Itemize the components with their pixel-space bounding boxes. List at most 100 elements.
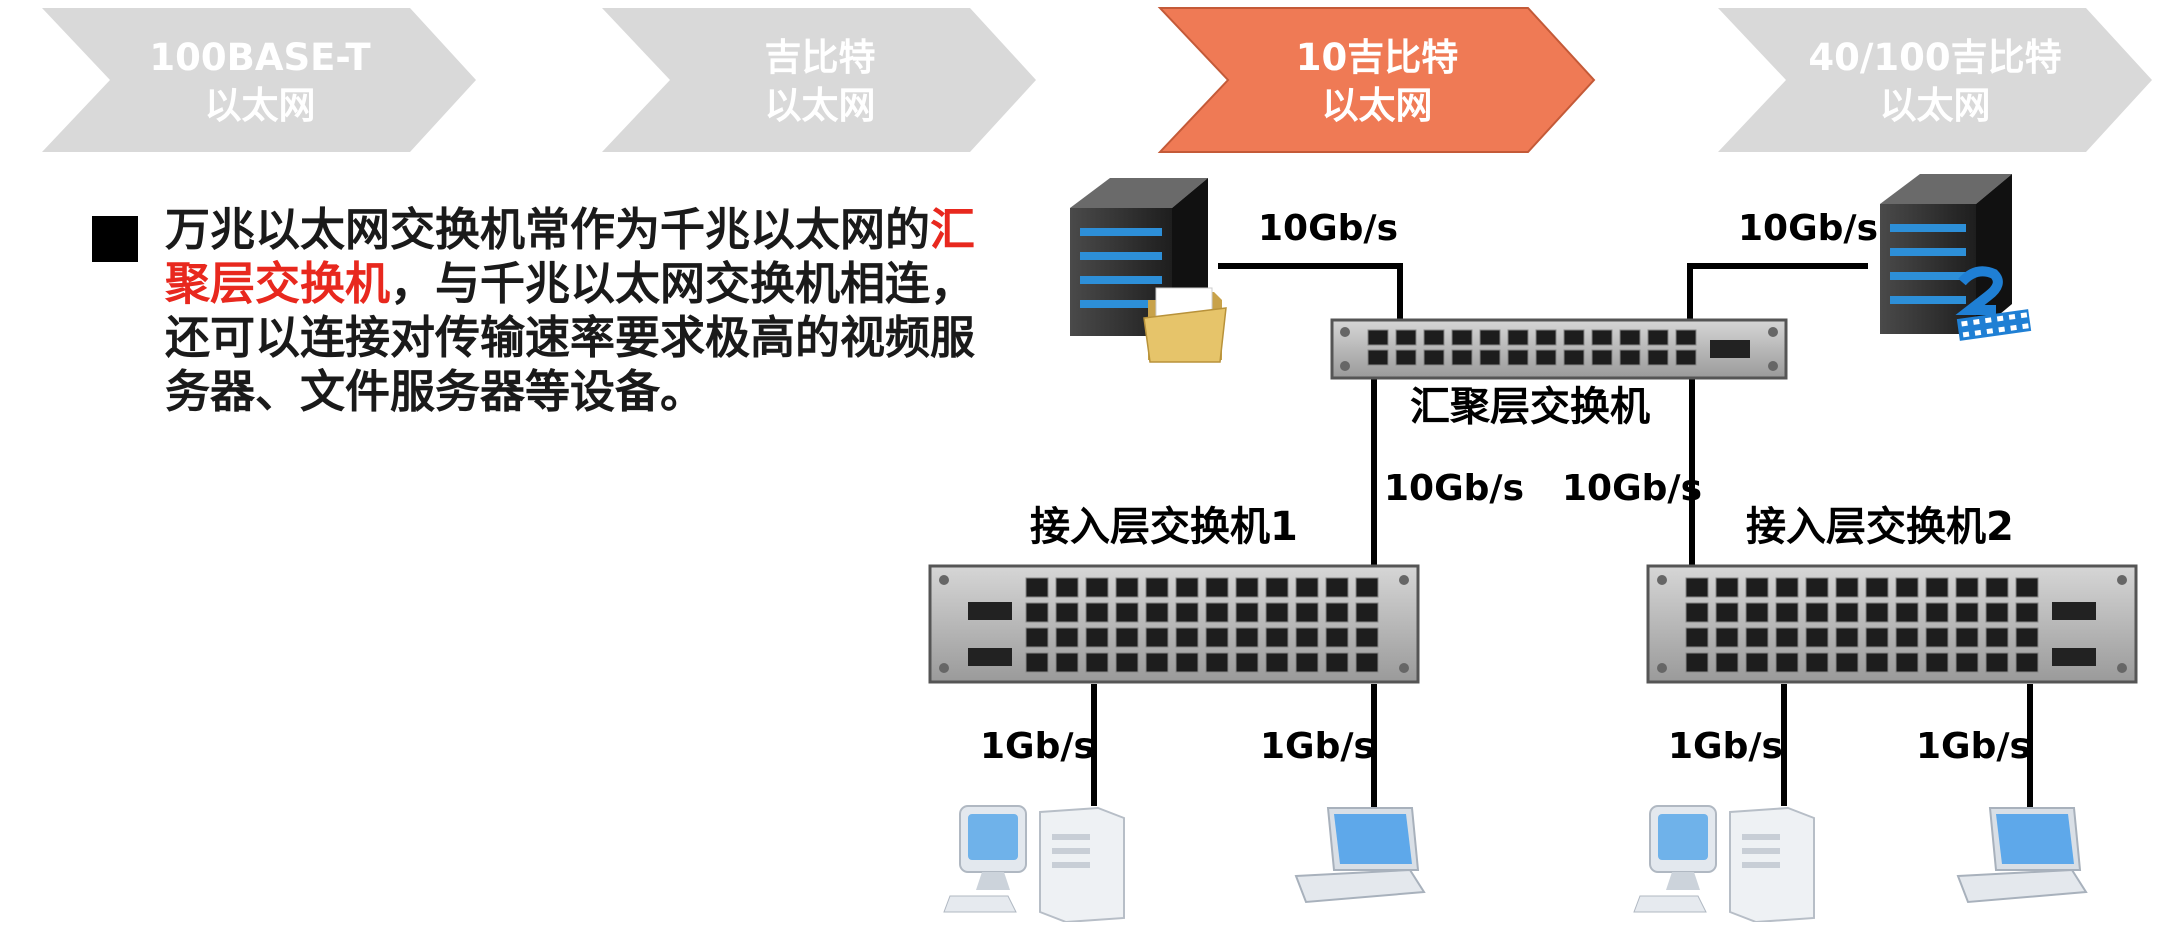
switch-port-icon [1295,652,1319,673]
switch-port-icon [1507,329,1529,346]
description-text-2: ，与千兆以太网交换机相连，还可以连接对传输速率要求极高的视频服务器、文件服务器等… [165,257,976,418]
switch-port-icon [1145,652,1169,673]
switch-port-icon [1895,627,1919,648]
switch-port-icon [1325,627,1349,648]
access-switch-2-label: 接入层交换机2 [1746,504,2014,550]
switch-port-icon [1865,602,1889,623]
speed-pc-2-label: 1Gb/s [1668,726,1783,767]
switch-port-icon [1805,652,1829,673]
switch-port-icon [1745,652,1769,673]
stage-2-line2: 以太网 [765,84,876,127]
switch-port-icon [1115,577,1139,598]
switch-port-icon [1619,329,1641,346]
switch-port-icon [1025,577,1049,598]
switch-port-icon [1355,577,1379,598]
access-switch-1-icon [928,564,1420,684]
switch-port-icon [1647,329,1669,346]
switch-port-icon [1295,602,1319,623]
switch-port-icon [1025,652,1049,673]
switch-port-icon [1985,577,2009,598]
switch-port-icon [1205,577,1229,598]
speed-laptop-2-label: 1Gb/s [1916,726,2031,767]
switch-port-icon [1985,602,2009,623]
switch-port-icon [1085,627,1109,648]
aggregation-switch-label: 汇聚层交换机 [1410,384,1650,430]
switch-port-icon [1295,627,1319,648]
switch-port-icon [1591,329,1613,346]
desktop-pc-2-icon [1633,805,1815,924]
switch-port-icon [1835,577,1859,598]
video-server-icon [1880,174,2032,341]
switch-port-icon [1715,627,1739,648]
switch-port-icon [1055,627,1079,648]
speed-pc-1-label: 1Gb/s [980,726,1095,767]
switch-port-icon [2015,627,2039,648]
switch-port-icon [1805,577,1829,598]
switch-port-icon [1479,349,1501,366]
switch-port-icon [1145,577,1169,598]
switch-port-icon [1085,577,1109,598]
switch-port-icon [1835,602,1859,623]
switch-port-icon [1775,627,1799,648]
switch-port-icon [1395,349,1417,366]
switch-port-icon [1955,602,1979,623]
switch-port-icon [1205,627,1229,648]
switch-port-icon [1175,652,1199,673]
switch-port-icon [1865,652,1889,673]
switch-port-icon [1055,577,1079,598]
switch-port-icon [1175,602,1199,623]
switch-port-icon [1367,329,1389,346]
switch-port-icon [2015,652,2039,673]
link-video-server [1687,263,1868,327]
switch-port-icon [2015,577,2039,598]
switch-port-icon [1895,577,1919,598]
aggregation-switch-icon [1330,318,1788,380]
switch-port-icon [1423,329,1445,346]
switch-port-icon [1805,602,1829,623]
switch-port-icon [1265,652,1289,673]
switch-port-icon [1685,577,1709,598]
switch-port-icon [1835,652,1859,673]
switch-port-icon [1985,627,2009,648]
switch-port-icon [1395,329,1417,346]
folder-icon [1143,287,1227,363]
switch-port-icon [1535,349,1557,366]
switch-port-icon [1355,627,1379,648]
switch-port-icon [1367,349,1389,366]
switch-port-icon [1715,577,1739,598]
switch-port-icon [1685,602,1709,623]
laptop-1-icon [1294,807,1426,904]
diagram-labels: 10Gb/s 10Gb/s 汇聚层交换机 10Gb/s 10Gb/s 接入层交换… [980,208,2031,767]
stage-1-line1: 100BASE-T [149,36,371,79]
switch-port-icon [1265,627,1289,648]
switch-port-icon [1235,652,1259,673]
switch-port-icon [1895,652,1919,673]
switch-port-icon [1985,652,2009,673]
switch-port-icon [1115,652,1139,673]
switch-port-icon [1685,652,1709,673]
switch-port-icon [1675,329,1697,346]
switch-port-icon [1865,627,1889,648]
switch-port-icon [1115,627,1139,648]
switch-port-icon [1451,349,1473,366]
desktop-pc-1-icon [943,805,1125,924]
stage-chevron-1: 100BASE-T 以太网 [42,8,476,152]
film-strip-icon [1955,266,2032,341]
switch-port-icon [1715,602,1739,623]
switch-port-icon [1325,577,1349,598]
switch-port-icon [1145,602,1169,623]
switch-port-icon [1325,602,1349,623]
switch-port-icon [1591,349,1613,366]
stage-3-line1: 10吉比特 [1296,36,1459,79]
switch-port-icon [1025,602,1049,623]
link-file-server [1218,263,1403,327]
stage-3-line2: 以太网 [1322,84,1433,127]
switch-port-icon [1025,627,1049,648]
switch-port-icon [1451,329,1473,346]
switch-port-icon [1925,627,1949,648]
speed-uplink-1-label: 10Gb/s [1384,468,1524,509]
switch-port-icon [1675,349,1697,366]
switch-port-icon [1925,577,1949,598]
switch-port-icon [1835,627,1859,648]
switch-port-icon [1563,349,1585,366]
